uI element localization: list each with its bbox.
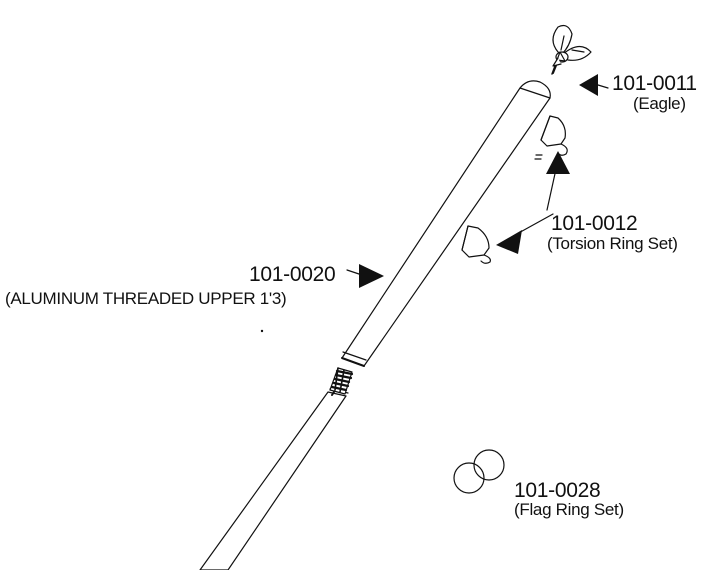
lower-pole-section xyxy=(199,388,349,570)
eagle-finial xyxy=(551,24,592,75)
upper-pole-description: (ALUMINUM THREADED UPPER 1'3) xyxy=(5,289,287,308)
threaded-coupler xyxy=(329,367,354,395)
torsion-upper-callout-arrow xyxy=(546,151,570,174)
upper-pole-callout-arrow xyxy=(359,264,384,288)
flag-rings xyxy=(453,449,505,494)
torsion-lower-callout-arrow xyxy=(496,230,522,254)
upper-pole-part-number: 101-0020 xyxy=(249,263,336,286)
upper-pole-section xyxy=(341,80,551,367)
eagle-description: (Eagle) xyxy=(633,94,686,113)
torsion-ring-upper xyxy=(534,115,568,160)
eagle-callout-arrow xyxy=(579,74,598,96)
eagle-part-number: 101-0011 xyxy=(612,72,697,95)
torsion-ring-lower xyxy=(461,225,491,264)
flag-ring-set-part-number: 101-0028 xyxy=(514,479,601,502)
flag-ring-set-description: (Flag Ring Set) xyxy=(514,500,624,519)
torsion-ring-set-description: (Torsion Ring Set) xyxy=(547,234,678,253)
torsion-ring-set-part-number: 101-0012 xyxy=(551,212,638,235)
stray-dot-mark xyxy=(260,329,264,333)
